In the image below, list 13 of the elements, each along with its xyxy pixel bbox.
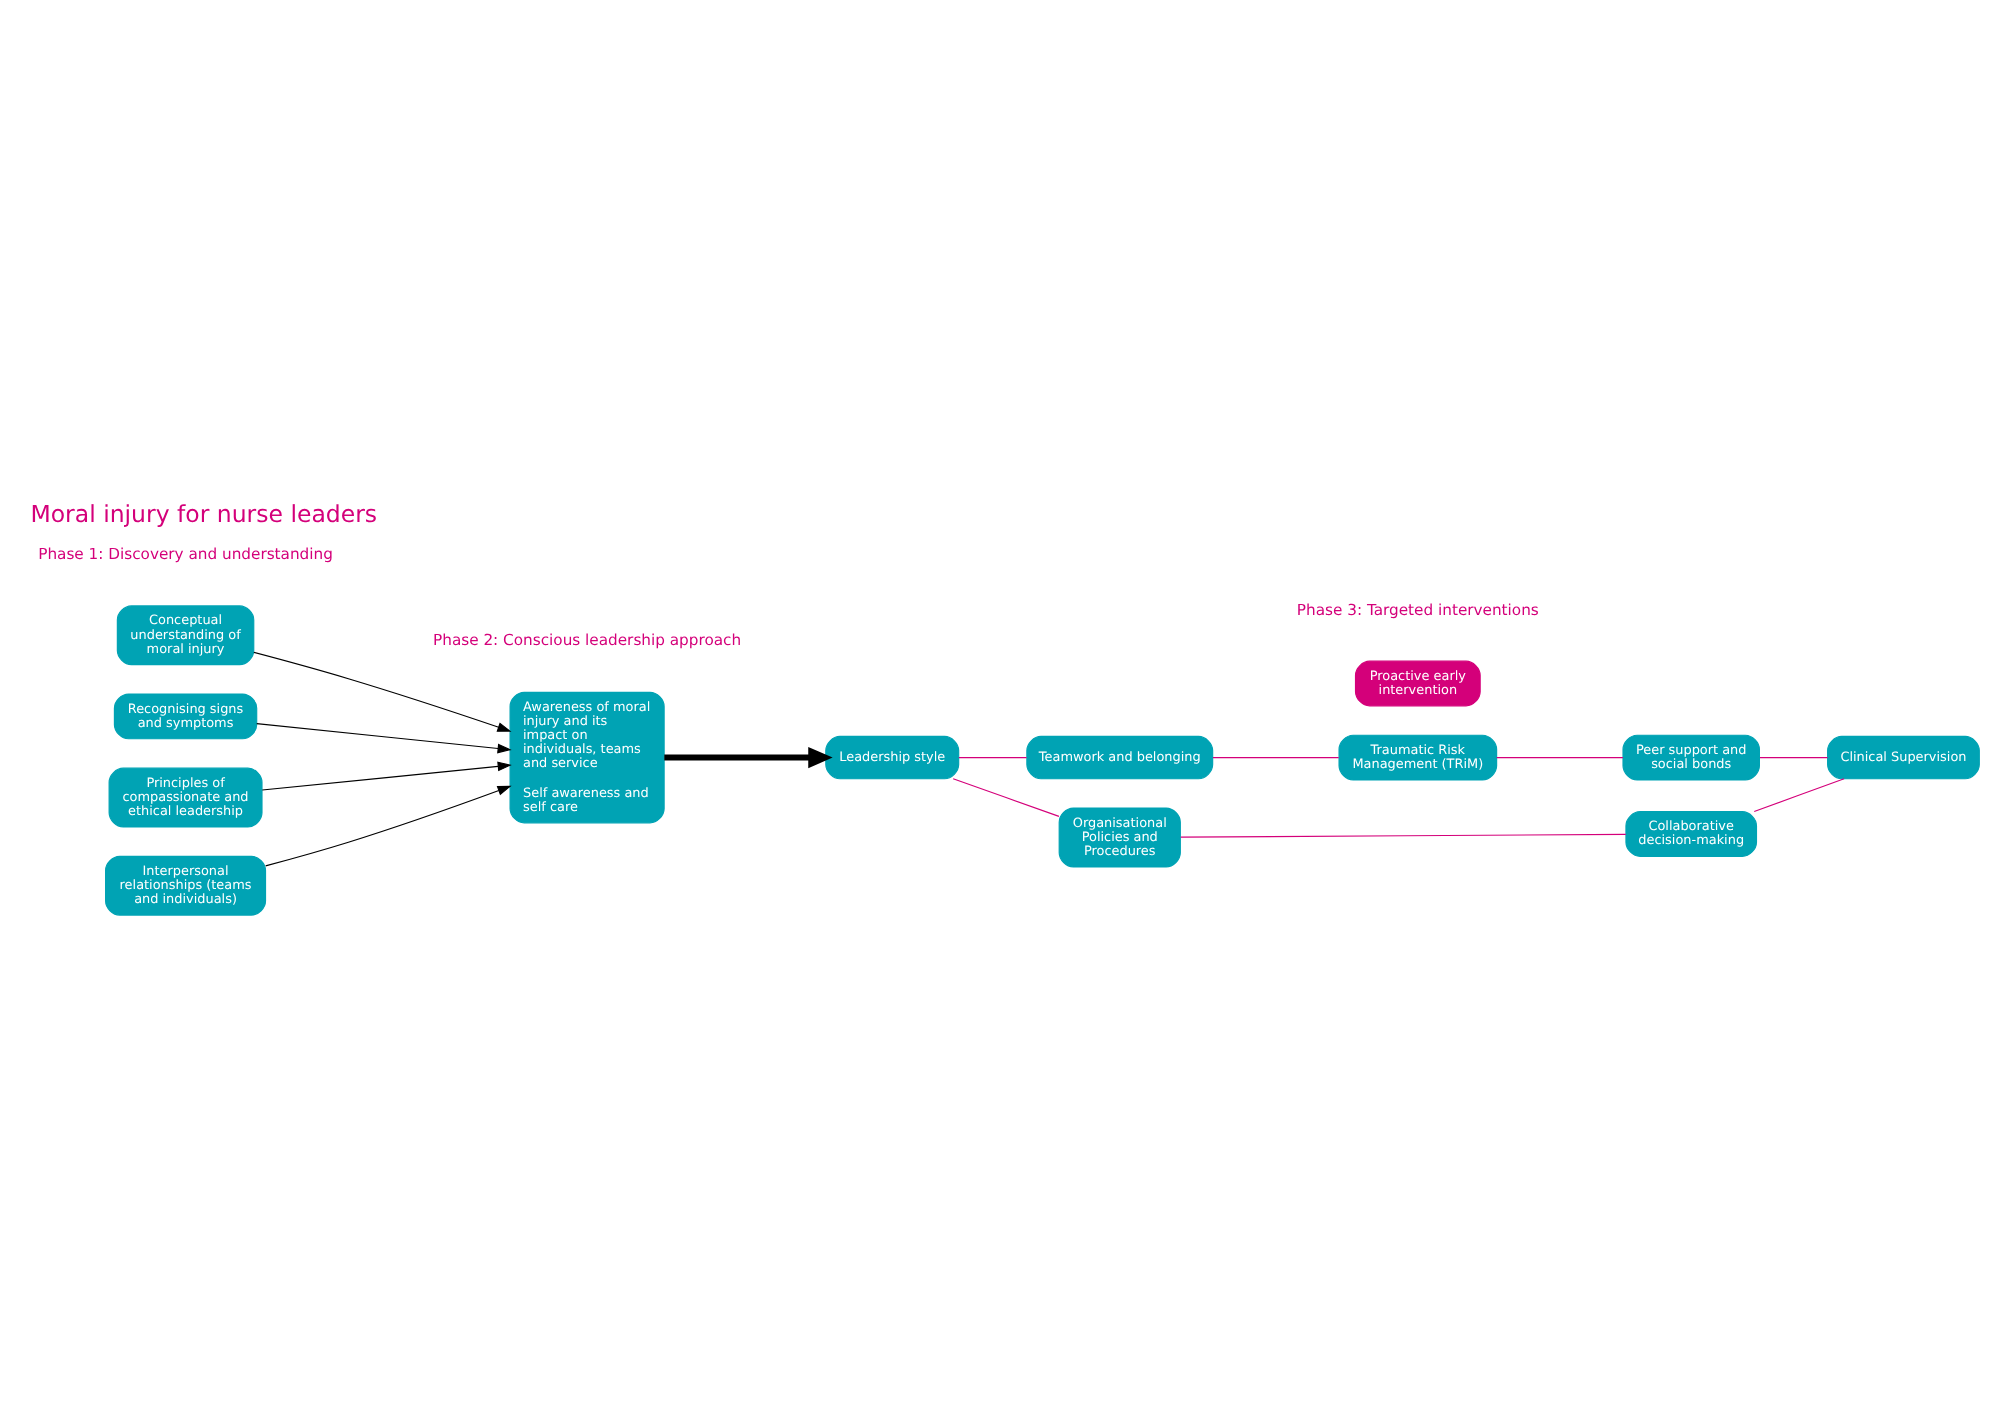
diagram-title: Moral injury for nurse leaders [29,499,377,528]
connector [951,777,1059,816]
connector [1758,755,1828,758]
arrow [264,784,511,866]
arrow [663,745,832,768]
arrow [260,760,511,790]
arrow [252,650,511,731]
connector [957,755,1027,758]
arrow [255,722,511,753]
connector [1179,832,1626,837]
connector [1495,755,1623,758]
connector [1211,755,1339,758]
connector [1752,777,1844,812]
